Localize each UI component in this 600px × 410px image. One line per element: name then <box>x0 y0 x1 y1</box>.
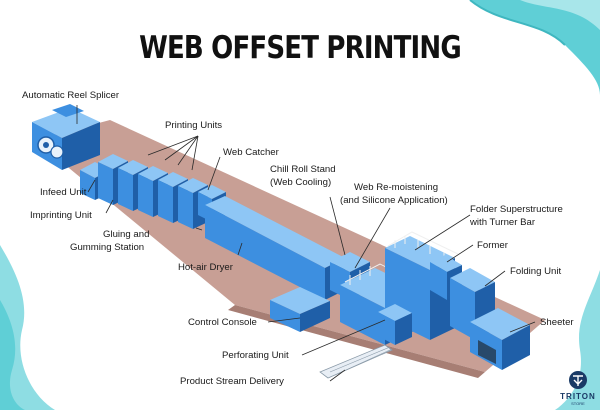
printing-units-machine <box>98 154 208 229</box>
label-web-remoistening: Web Re-moistening <box>354 182 438 193</box>
label-folder-superstructure: Folder Superstructure <box>470 204 563 215</box>
label-hot-air-dryer: Hot-air Dryer <box>178 262 234 273</box>
label-former: Former <box>477 240 509 251</box>
reel-splicer-machine <box>32 104 100 170</box>
product-stream-delivery-conveyor <box>319 344 393 379</box>
label-silicone-application: (and Silicone Application) <box>340 195 448 206</box>
corner-decoration-bottom-right <box>555 270 600 410</box>
label-gumming-station: Gumming Station <box>70 242 144 253</box>
label-product-stream-delivery: Product Stream Delivery <box>180 376 284 387</box>
label-printing-units: Printing Units <box>165 120 222 131</box>
label-imprinting-unit: Imprinting Unit <box>30 210 92 221</box>
corner-decoration-bottom-left <box>0 245 55 410</box>
control-console-machine <box>270 287 330 332</box>
label-sheeter: Sheeter <box>540 317 574 328</box>
leader-lines <box>76 105 536 382</box>
sheeter-machine <box>470 308 530 370</box>
label-folding-unit: Folding Unit <box>510 266 562 277</box>
label-infeed-unit: Infeed Unit <box>40 187 87 198</box>
label-control-console: Control Console <box>188 317 257 328</box>
label-automatic-reel-splicer: Automatic Reel Splicer <box>22 90 120 101</box>
labels: Automatic Reel Splicer Printing Units We… <box>22 90 574 387</box>
label-web-cooling: (Web Cooling) <box>270 177 331 188</box>
logo-subtext: STORE <box>571 401 585 406</box>
label-chill-roll-stand: Chill Roll Stand <box>270 164 336 175</box>
label-perforating-unit: Perforating Unit <box>222 350 289 361</box>
page-title: WEB OFFSET PRINTING <box>139 30 462 66</box>
logo-text: TRITON <box>560 392 596 401</box>
corner-decoration-top-right <box>469 0 600 95</box>
label-web-catcher: Web Catcher <box>223 147 280 158</box>
perforating-unit-machine <box>378 304 412 345</box>
triton-logo: TRITON STORE <box>560 371 596 406</box>
label-gluing-and: Gluing and <box>103 229 149 240</box>
label-turner-bar: with Turner Bar <box>469 217 536 228</box>
